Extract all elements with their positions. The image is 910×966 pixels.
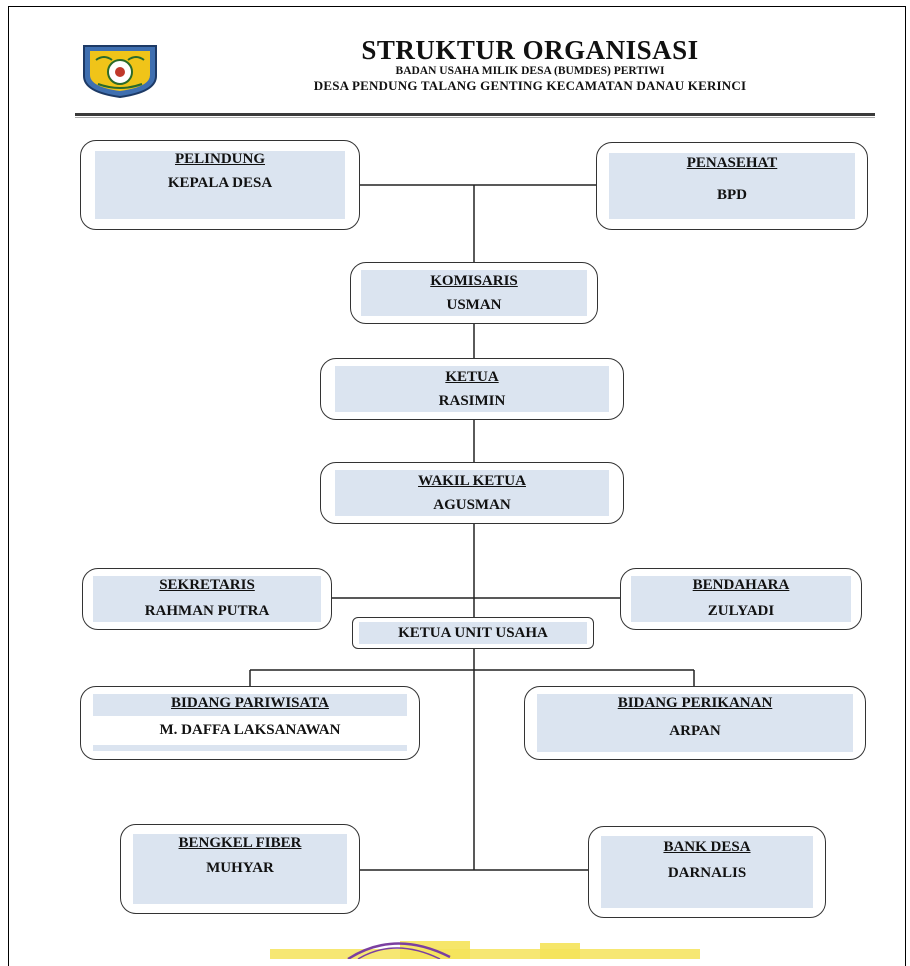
node-person: DARNALIS xyxy=(667,865,747,881)
node-role: BENGKEL FIBER xyxy=(178,835,302,851)
header-rule-thin xyxy=(75,117,875,118)
node-role: KOMISARIS xyxy=(430,273,518,289)
node-bidang-pariwisata: BIDANG PARIWISATA M. DAFFA LAKSANAWAN xyxy=(80,686,420,760)
chart-location: DESA PENDUNG TALANG GENTING KECAMATAN DA… xyxy=(313,78,747,93)
node-role: PENASEHAT xyxy=(686,155,778,171)
node-person: MUHYAR xyxy=(206,860,274,876)
node-role: WAKIL KETUA xyxy=(418,473,526,489)
header-rule xyxy=(75,113,875,116)
node-person: RASIMIN xyxy=(438,393,506,409)
node-person: ARPAN xyxy=(669,723,721,739)
node-person: KEPALA DESA xyxy=(167,175,273,191)
stamp-watermark-icon xyxy=(270,941,700,959)
node-person: AGUSMAN xyxy=(433,497,511,513)
node-role: KETUA UNIT USAHA xyxy=(398,625,548,641)
node-ketua-unit-usaha: KETUA UNIT USAHA xyxy=(352,617,594,649)
node-person: RAHMAN PUTRA xyxy=(144,603,270,619)
node-role: KETUA xyxy=(445,369,499,385)
node-person: BPD xyxy=(717,187,747,203)
node-penasehat: PENASEHAT BPD xyxy=(596,142,868,230)
node-person: USMAN xyxy=(446,297,502,313)
chart-subtitle: BADAN USAHA MILIK DESA (BUMDES) PERTIWI xyxy=(395,65,665,77)
node-pelindung: PELINDUNG KEPALA DESA xyxy=(80,140,360,230)
kerinci-regency-emblem-icon xyxy=(83,45,157,98)
node-role: BENDAHARA xyxy=(692,577,790,593)
node-role: BIDANG PARIWISATA xyxy=(171,695,329,711)
node-ketua: KETUA RASIMIN xyxy=(320,358,624,420)
chart-title: STRUKTUR ORGANISASI xyxy=(361,35,699,65)
node-person: ZULYADI xyxy=(707,603,775,619)
node-role: PELINDUNG xyxy=(174,151,265,167)
node-person: M. DAFFA LAKSANAWAN xyxy=(159,722,341,738)
node-sekretaris: SEKRETARIS RAHMAN PUTRA xyxy=(82,568,332,630)
chart-header: STRUKTUR ORGANISASI BADAN USAHA MILIK DE… xyxy=(170,36,890,94)
node-komisaris: KOMISARIS USMAN xyxy=(350,262,598,324)
node-role: SEKRETARIS xyxy=(159,577,255,593)
page-frame xyxy=(8,6,906,966)
node-bendahara: BENDAHARA ZULYADI xyxy=(620,568,862,630)
node-wakil-ketua: WAKIL KETUA AGUSMAN xyxy=(320,462,624,524)
node-bank-desa: BANK DESA DARNALIS xyxy=(588,826,826,918)
node-bengkel-fiber: BENGKEL FIBER MUHYAR xyxy=(120,824,360,914)
node-role: BANK DESA xyxy=(663,839,751,855)
node-bidang-perikanan: BIDANG PERIKANAN ARPAN xyxy=(524,686,866,760)
node-role: BIDANG PERIKANAN xyxy=(617,695,773,711)
